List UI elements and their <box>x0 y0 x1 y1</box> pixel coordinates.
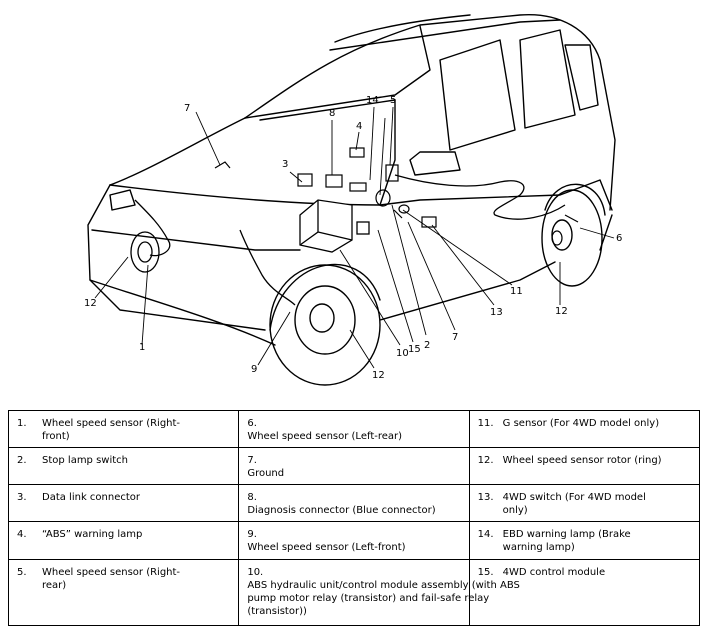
callout-12-left: 12 <box>84 298 97 309</box>
legend-item-14: 14.EBD warning lamp (Brake warning lamp) <box>468 521 701 560</box>
wiring-harness <box>134 174 566 306</box>
front-wheel <box>269 264 381 386</box>
legend-item-11: 11.G sensor (For 4WD model only) <box>468 409 701 449</box>
callout-11: 11 <box>510 286 523 297</box>
legend-item-3: 3.Data link connector <box>7 484 240 523</box>
component-legend-table: 1.Wheel speed sensor (Right-front) 6.Whe… <box>7 409 701 627</box>
legend-item-4: 4.“ABS” warning lamp <box>7 521 240 560</box>
callout-7-bottom: 7 <box>452 332 458 343</box>
legend-row: 3.Data link connector 8.Diagnosis connec… <box>7 484 701 523</box>
legend-item-15: 15.4WD control module <box>468 558 701 627</box>
callout-3: 3 <box>282 159 288 170</box>
legend-row: 2.Stop lamp switch 7.Ground 12.Wheel spe… <box>7 447 701 486</box>
callout-8: 8 <box>329 108 335 119</box>
legend-item-13: 13.4WD switch (For 4WD model only) <box>468 484 701 523</box>
callout-2: 2 <box>424 340 430 351</box>
legend-item-12: 12.Wheel speed sensor rotor (ring) <box>468 447 701 486</box>
callout-6: 6 <box>616 233 622 244</box>
right-front-sensor-rotor <box>130 231 160 273</box>
small-components <box>214 147 579 246</box>
callout-5: 5 <box>390 95 396 106</box>
legend-item-8: 8.Diagnosis connector (Blue connector) <box>238 484 470 523</box>
callout-leader-lines <box>94 106 615 369</box>
legend-item-2: 2.Stop lamp switch <box>7 447 240 486</box>
legend-row: 4.“ABS” warning lamp 9.Wheel speed senso… <box>7 521 701 560</box>
callout-labels: 1 2 3 4 5 6 7 7 8 9 10 11 12 12 12 13 14… <box>84 95 622 381</box>
legend-item-6: 6.Wheel speed sensor (Left-rear) <box>238 409 470 449</box>
legend-item-10: 10.ABS hydraulic unit/control module ass… <box>238 558 520 627</box>
rear-wheel <box>541 189 603 287</box>
callout-10: 10 <box>396 348 409 359</box>
callout-4: 4 <box>356 121 362 132</box>
callout-12-bottom: 12 <box>372 370 385 381</box>
legend-item-7: 7.Ground <box>238 447 470 486</box>
abs-component-location-diagram: 1 2 3 4 5 6 7 7 8 9 10 11 12 12 12 13 14… <box>84 13 622 386</box>
callout-14: 14 <box>366 95 379 106</box>
callout-12-right: 12 <box>555 306 568 317</box>
abs-hydraulic-unit <box>299 199 370 253</box>
legend-item-9: 9.Wheel speed sensor (Left-front) <box>238 521 470 560</box>
legend-item-1: 1.Wheel speed sensor (Right-front) <box>7 409 240 449</box>
callout-13: 13 <box>490 307 503 318</box>
vehicle-outline <box>87 13 616 346</box>
legend-item-5: 5.Wheel speed sensor (Right-rear) <box>7 558 240 627</box>
callout-1: 1 <box>139 342 145 353</box>
callout-9: 9 <box>251 364 257 375</box>
callout-7-top: 7 <box>184 103 190 114</box>
legend-row: 5.Wheel speed sensor (Right-rear) 10.ABS… <box>7 558 701 627</box>
callout-15: 15 <box>408 344 421 355</box>
legend-row: 1.Wheel speed sensor (Right-front) 6.Whe… <box>7 409 701 449</box>
